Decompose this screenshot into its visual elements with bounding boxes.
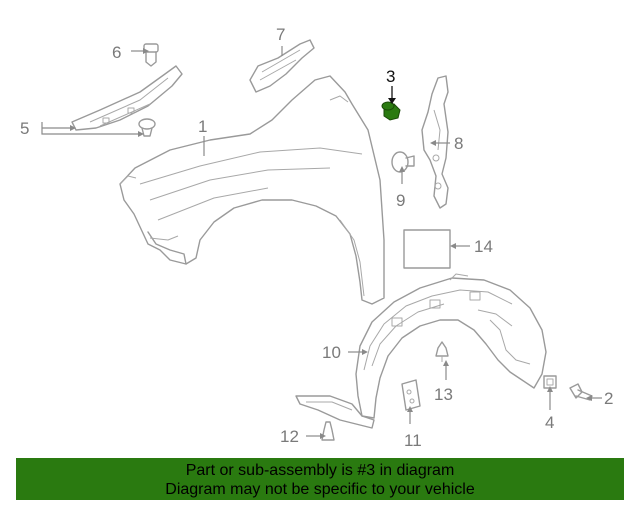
arrowheads (70, 48, 592, 439)
label-part-6: 6 (112, 43, 121, 62)
label-part-4: 4 (545, 413, 554, 432)
callout-lines (41, 46, 602, 437)
part-5-clip[interactable] (138, 118, 156, 137)
banner-line-2: Diagram may not be specific to your vehi… (165, 481, 475, 498)
label-part-14: 14 (474, 237, 493, 256)
part-12-clip[interactable] (321, 421, 335, 441)
info-banner: Part or sub-assembly is #3 in diagram Di… (16, 458, 624, 500)
label-part-11: 11 (404, 431, 422, 450)
part-11-bracket[interactable] (401, 379, 421, 411)
label-part-13: 13 (434, 385, 453, 404)
label-part-2: 2 (604, 389, 613, 408)
part-10-liner[interactable] (355, 273, 547, 419)
part-10-extension[interactable] (295, 395, 375, 429)
part-6-bolt[interactable] (143, 43, 159, 67)
parts-diagram: 7 6 5 1 3 8 9 14 10 13 4 2 11 12 (20, 25, 613, 450)
label-part-10: 10 (322, 343, 341, 362)
label-part-3: 3 (386, 67, 395, 86)
label-part-1: 1 (198, 117, 207, 136)
part-3-clip[interactable] (381, 101, 401, 121)
part-labels: 7 6 5 1 3 8 9 14 10 13 4 2 11 12 (20, 25, 613, 450)
part-1-fender[interactable] (119, 75, 385, 305)
part-14-label[interactable] (403, 229, 451, 269)
part-13-clip[interactable] (435, 341, 449, 362)
part-7-bracket[interactable] (249, 39, 315, 93)
label-part-7: 7 (276, 25, 285, 44)
part-5-seal[interactable] (71, 65, 183, 131)
banner-line-1: Part or sub-assembly is #3 in diagram (185, 462, 455, 479)
label-part-5: 5 (20, 119, 29, 138)
label-part-12: 12 (280, 427, 299, 446)
label-part-9: 9 (396, 191, 405, 210)
label-part-8: 8 (454, 134, 463, 153)
